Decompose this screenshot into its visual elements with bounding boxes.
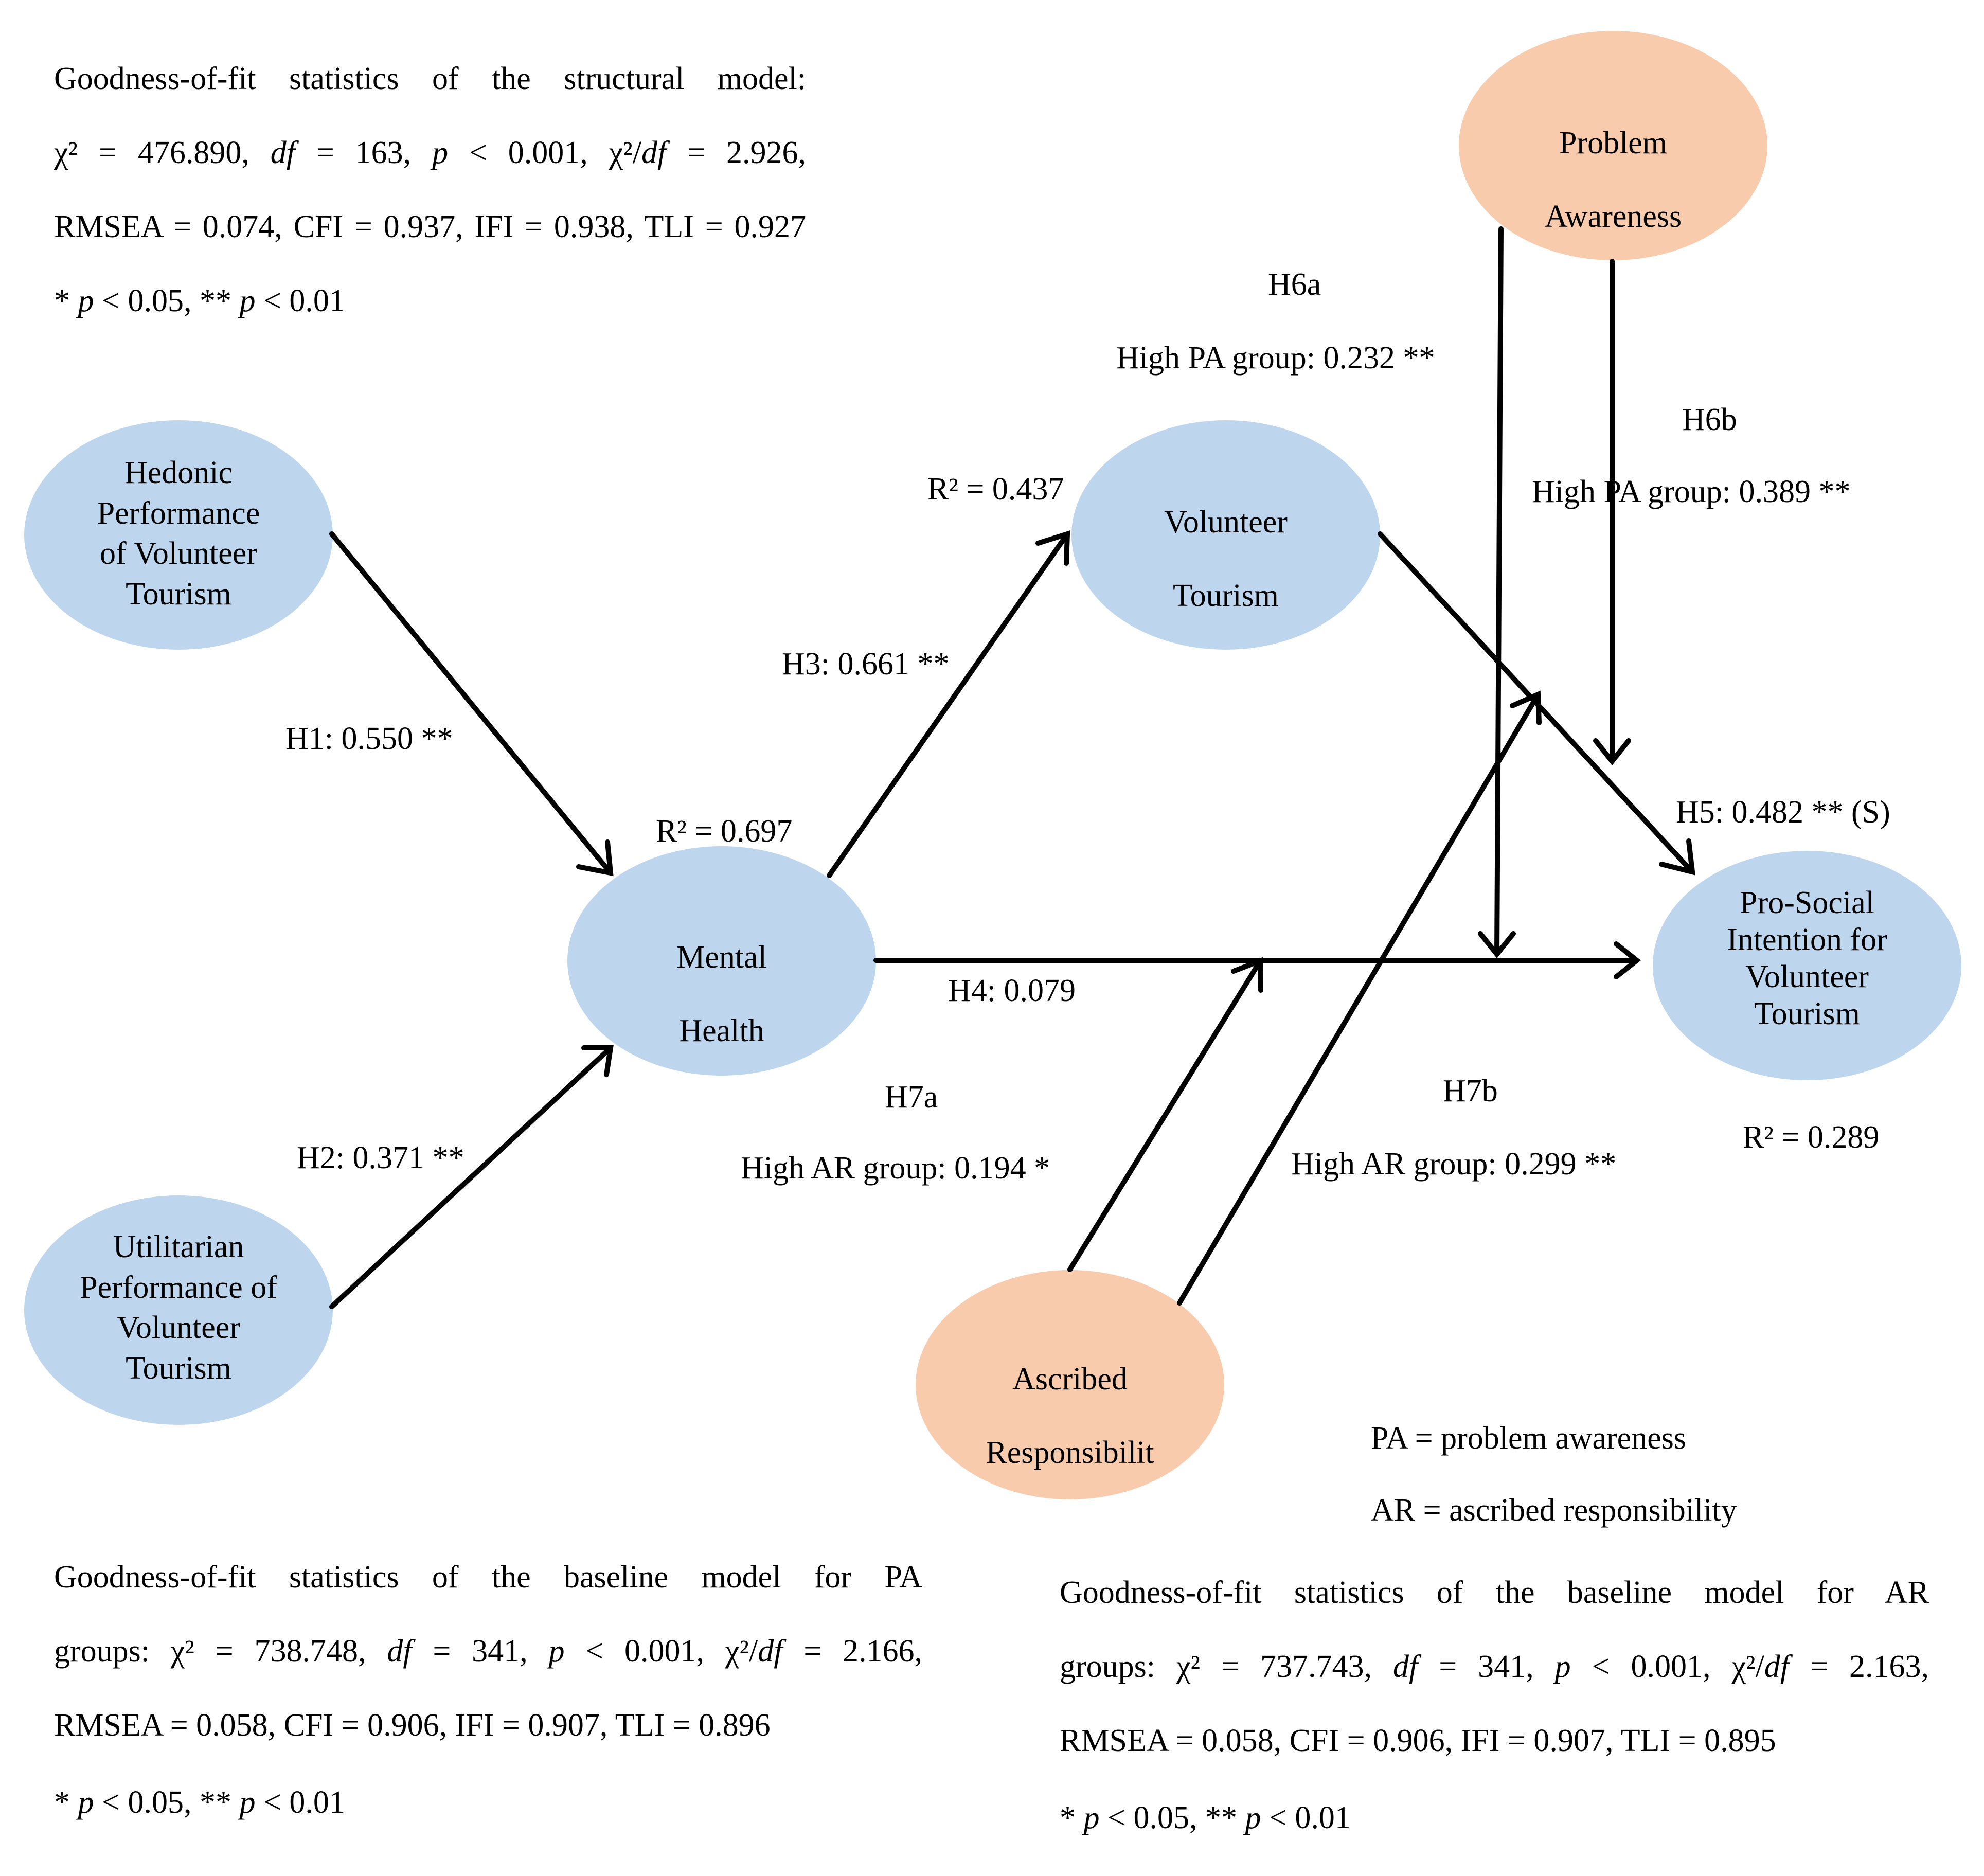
pa-stats-line1: Goodness-of-fit statistics of the baseli… [54,1560,922,1595]
node-prosocial-label: Pro-Social Intention for Volunteer Touri… [1727,885,1887,1031]
path-label-h7b-title: H7b [1443,1074,1498,1109]
arrowhead-h4 [1614,941,1641,979]
legend-pa: PA = problem awareness [1371,1421,1686,1456]
path-label-h6b-value: High PA group: 0.389 ** [1532,474,1851,509]
structural-model-stats: Goodness-of-fit statistics of the struct… [54,63,806,359]
arrow-h2 [329,1045,613,1309]
arrowhead-h3 [1035,530,1070,566]
arrowhead-h2 [581,1045,614,1077]
arrowhead-h7a [1231,957,1263,993]
node-ascribed-label: Ascribed Responsibilit [986,1362,1154,1470]
node-mental-health [567,846,876,1076]
node-problem-awareness [1459,31,1767,260]
structural-stats-line3: * p < 0.05, ** p < 0.01 [54,283,345,318]
path-arrows [329,226,1695,1309]
pa-stats-line3: RMSEA = 0.058, CFI = 0.906, IFI = 0.907,… [54,1708,771,1743]
arrow-h7a [1067,958,1263,1272]
node-volunteer-tourism [1071,420,1380,650]
ar-stats-line4: * p < 0.05, ** p < 0.01 [1060,1800,1351,1835]
arrow-h7b [1177,692,1541,1306]
node-ascribed-responsibility [916,1270,1224,1499]
node-shapes [24,31,1961,1499]
path-label-h5: H5: 0.482 ** (S) [1676,795,1890,830]
node-mental-health-label: Mental Health [676,940,767,1048]
arrow-h6a [1494,226,1504,957]
path-label-h2: H2: 0.371 ** [297,1140,464,1175]
ar-stats-line1: Goodness-of-fit statistics of the baseli… [1060,1575,1929,1610]
node-hedonic-label: Hedonic Performance of Volunteer Tourism [97,455,260,612]
path-label-h3: H3: 0.661 ** [782,647,950,682]
structural-stats-line1: χ² = 476.890, df = 163, p < 0.001, χ²/df… [54,135,806,170]
arrowhead-h6a [1478,931,1516,959]
arrowhead-h7b [1510,690,1542,725]
legend-ar: AR = ascribed responsibility [1371,1493,1737,1528]
path-label-h6a-value: High PA group: 0.232 ** [1116,341,1435,376]
path-label-h7b-value: High AR group: 0.299 ** [1291,1147,1617,1182]
pa-stats-line4: * p < 0.05, ** p < 0.01 [54,1785,345,1820]
pa-stats-line2: groups: χ² = 738.748, df = 341, p < 0.00… [54,1634,923,1669]
path-label-h7a-value: High AR group: 0.194 * [741,1151,1050,1186]
r2-mental: R² = 0.697 [656,814,793,849]
structural-stats-line2: RMSEA = 0.074, CFI = 0.937, IFI = 0.938,… [54,209,806,244]
arrowhead-h1 [576,839,614,877]
arrow-h3 [827,531,1070,878]
ar-stats-line2: groups: χ² = 737.743, df = 341, p < 0.00… [1060,1649,1929,1684]
node-volunteer-tourism-label: Volunteer Tourism [1164,505,1288,613]
ar-baseline-stats: Goodness-of-fit statistics of the baseli… [1060,1577,1929,1876]
r2-prosocial: R² = 0.289 [1743,1120,1880,1155]
pa-baseline-stats: Goodness-of-fit statistics of the baseli… [54,1561,922,1861]
arrowhead-h6b [1593,738,1631,766]
path-label-h7a-title: H7a [885,1080,938,1115]
path-label-h1: H1: 0.550 ** [285,721,453,756]
node-prosocial-intention [1653,851,1961,1080]
node-utilitarian-label: Utilitarian Performance of Volunteer Tou… [80,1229,277,1386]
node-problem-awareness-label: Problem Awareness [1544,126,1682,234]
path-label-h6a-title: H6a [1268,267,1321,302]
ar-stats-line3: RMSEA = 0.058, CFI = 0.906, IFI = 0.907,… [1060,1723,1776,1758]
node-hedonic [24,420,333,650]
node-utilitarian [24,1195,333,1425]
r2-volunteer: R² = 0.437 [927,472,1064,507]
path-label-h6b-title: H6b [1682,402,1737,437]
path-label-h4: H4: 0.079 [948,973,1076,1008]
arrowhead-h5 [1659,838,1695,876]
structural-stats-heading: Goodness-of-fit statistics of the struct… [54,61,806,96]
arrow-h1 [329,531,613,876]
